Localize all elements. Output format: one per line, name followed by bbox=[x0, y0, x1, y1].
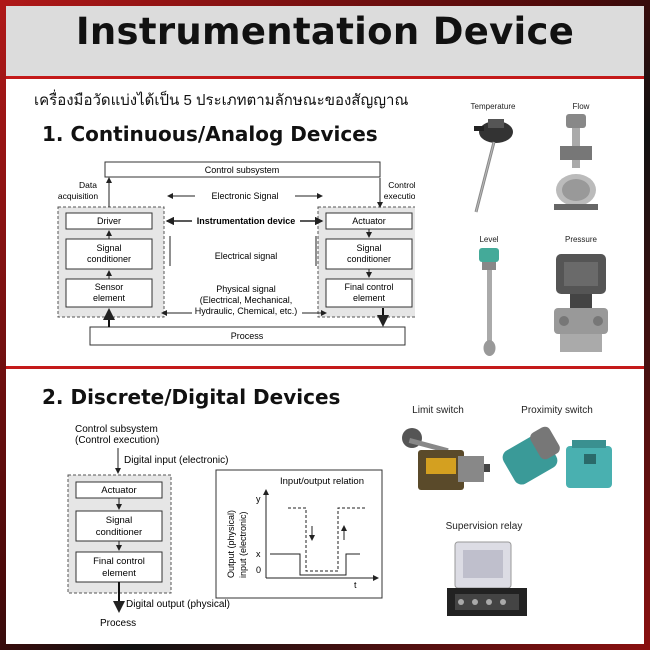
pressure-transmitter-image bbox=[554, 254, 608, 352]
section2-heading: 2. Discrete/Digital Devices bbox=[42, 385, 341, 409]
process-box bbox=[89, 326, 406, 346]
title-bar bbox=[6, 6, 644, 76]
page-title: Instrumentation Device bbox=[75, 10, 575, 53]
d-final-control-line2: element bbox=[102, 568, 136, 579]
control-subsystem-label: Control subsystem bbox=[205, 165, 280, 175]
left-signal-conditioner-line1: Signal bbox=[96, 243, 121, 253]
io-relation-box bbox=[215, 469, 383, 599]
d-control-subsystem-line2: (Control execution) bbox=[75, 435, 159, 446]
control-subsystem-box bbox=[104, 161, 381, 178]
flow-label: Flow bbox=[572, 102, 590, 111]
proximity-switch-image bbox=[502, 426, 612, 488]
io-relation-title: Input/output relation bbox=[280, 476, 364, 487]
final-control-line1: Final control bbox=[344, 282, 393, 292]
actuator-label: Actuator bbox=[352, 216, 386, 226]
electrical-signal-label: Electrical signal bbox=[215, 251, 278, 261]
d-actuator-label: Actuator bbox=[101, 485, 136, 496]
d-control-subsystem-line1: Control subsystem bbox=[75, 424, 158, 435]
sensor-element-block bbox=[65, 278, 153, 308]
final-control-line2: element bbox=[353, 293, 386, 303]
process-label: Process bbox=[231, 331, 264, 341]
electronic-signal-label: Electronic Signal bbox=[211, 191, 278, 201]
proximity-switch-label: Proximity switch bbox=[521, 405, 593, 416]
final-control-element-block bbox=[325, 278, 413, 308]
digital-input-label: Digital input (electronic) bbox=[124, 455, 229, 466]
temperature-label: Temperature bbox=[470, 102, 516, 111]
level-label: Level bbox=[479, 235, 499, 244]
data-acquisition-line2: acquisition bbox=[58, 191, 98, 201]
page-subtitle: เครื่องมือวัดแบ่งได้เป็น 5 ประเภทตามลักษ… bbox=[34, 92, 409, 109]
left-signal-conditioner-block bbox=[65, 238, 153, 270]
physical-signal-line3: Hydraulic, Chemical, etc.) bbox=[195, 306, 298, 316]
io-output-signal bbox=[288, 507, 366, 572]
control-execution-line2: execution bbox=[384, 191, 415, 201]
driver-block bbox=[65, 212, 153, 230]
right-signal-conditioner-line1: Signal bbox=[356, 243, 381, 253]
title-underline bbox=[6, 76, 644, 79]
io-y-tick: y bbox=[256, 494, 261, 504]
io-input-axis-label: input (electronic) bbox=[238, 511, 248, 578]
analog-diagram: Control subsystem Driver Signal conditio… bbox=[57, 161, 415, 346]
io-output-axis-label: Output (physical) bbox=[226, 510, 236, 578]
sensor-element-line2: element bbox=[93, 293, 126, 303]
digital-output-label: Digital output (physical) bbox=[126, 599, 230, 610]
d-signal-conditioner-line1: Signal bbox=[106, 515, 132, 526]
pressure-label: Pressure bbox=[564, 235, 597, 244]
d-signal-conditioner-block bbox=[75, 510, 163, 542]
io-t-axis-label: t bbox=[354, 580, 357, 590]
left-signal-conditioner-line2: conditioner bbox=[87, 254, 131, 264]
driver-label: Driver bbox=[97, 216, 121, 226]
limit-switch-image bbox=[402, 428, 490, 490]
level-sensor-image bbox=[479, 248, 499, 356]
io-input-signal bbox=[270, 553, 360, 576]
temperature-sensor-image bbox=[474, 119, 513, 213]
sensor-element-line1: Sensor bbox=[95, 282, 124, 292]
flow-meter-image bbox=[554, 114, 598, 210]
physical-signal-line2: (Electrical, Mechanical, bbox=[200, 295, 293, 305]
io-x-tick: x bbox=[256, 549, 261, 559]
supervision-relay-label: Supervision relay bbox=[445, 521, 523, 532]
supervision-relay-image bbox=[447, 541, 527, 616]
right-signal-conditioner-block bbox=[325, 238, 413, 270]
right-signal-conditioner-line2: conditioner bbox=[347, 254, 391, 264]
d-final-control-line1: Final control bbox=[93, 556, 145, 567]
d-final-control-block bbox=[75, 551, 163, 583]
limit-switch-label: Limit switch bbox=[412, 405, 464, 416]
io-zero-tick: 0 bbox=[256, 565, 261, 575]
section1-heading: 1. Continuous/Analog Devices bbox=[42, 122, 378, 146]
d-process-label: Process bbox=[100, 618, 136, 629]
instrumentation-device-label: Instrumentation device bbox=[197, 216, 296, 226]
physical-signal-line1: Physical signal bbox=[216, 284, 276, 294]
control-execution-line1: Control bbox=[388, 180, 415, 190]
data-acquisition-line1: Data bbox=[79, 180, 97, 190]
d-signal-conditioner-line2: conditioner bbox=[96, 527, 142, 538]
section-divider bbox=[6, 366, 644, 369]
digital-diagram: Control subsystem (Control execution) Di… bbox=[67, 424, 383, 629]
